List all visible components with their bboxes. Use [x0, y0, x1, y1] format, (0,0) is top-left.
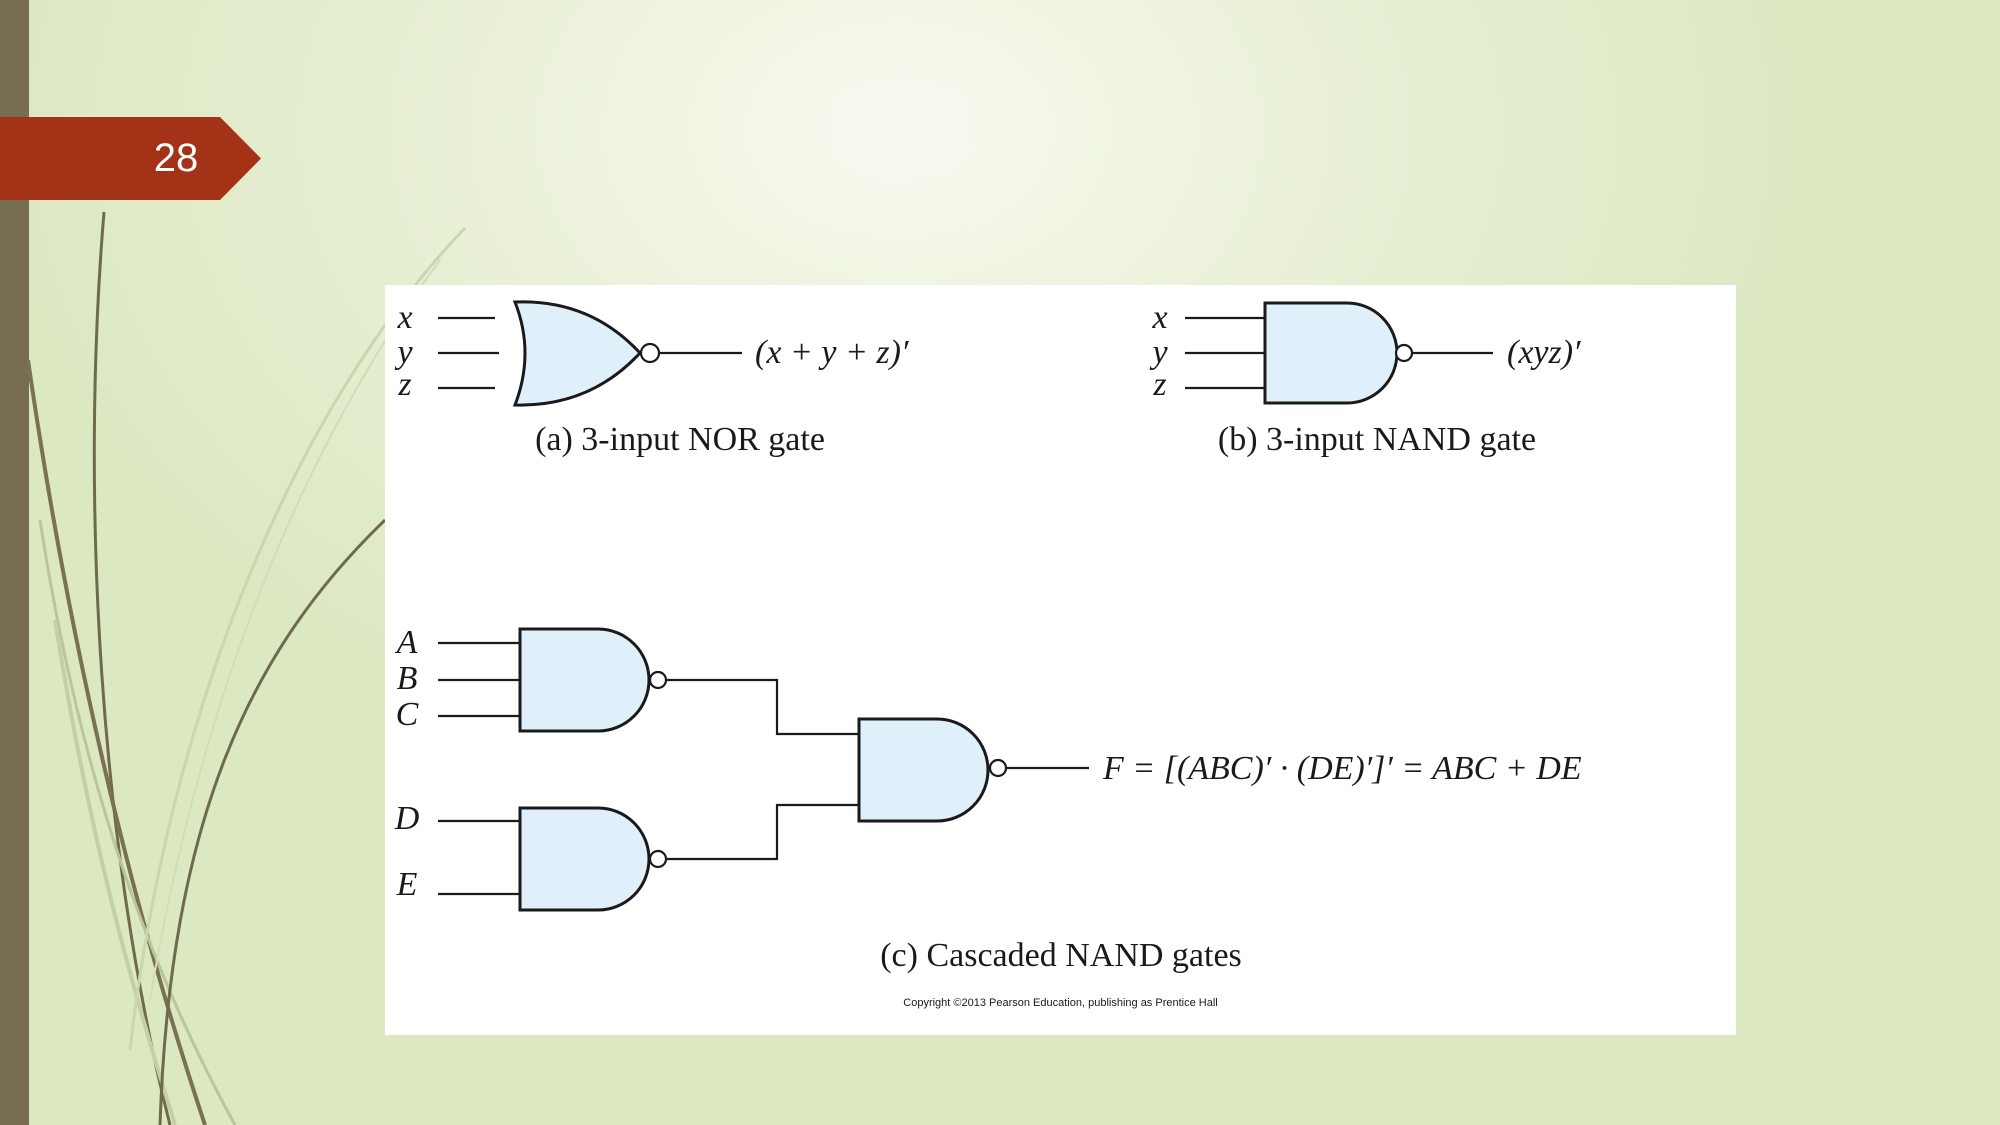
nand-gate-de — [518, 806, 651, 912]
nor-input-y: y — [394, 334, 413, 371]
nand-input-y: y — [1149, 334, 1168, 371]
nand-de-bubble — [648, 849, 668, 869]
copyright-notice: Copyright ©2013 Pearson Education, publi… — [903, 997, 1218, 1009]
nor-input-z: z — [397, 366, 411, 403]
cascade-caption: (c) Cascaded NAND gates — [880, 937, 1242, 974]
logic-gates-diagram: x y z (x + y + z)′ (a) 3-input NOR gate … — [394, 299, 1582, 974]
nand-input-z: z — [1152, 366, 1166, 403]
nand-output-expression: (xyz)′ — [1507, 334, 1581, 371]
nand-gate-body — [1263, 301, 1399, 405]
nand-gate-bubble — [1394, 343, 1414, 363]
cascade-input-e: E — [396, 866, 418, 903]
nand-input-x: x — [1151, 299, 1167, 336]
cascade-input-b: B — [397, 660, 418, 697]
wire-abc-to-final — [666, 678, 859, 736]
figure-panel: x y z (x + y + z)′ (a) 3-input NOR gate … — [385, 285, 1736, 1035]
nor-output-expression: (x + y + z)′ — [755, 334, 909, 371]
wire-de-to-final — [666, 803, 859, 861]
nand-caption: (b) 3-input NAND gate — [1218, 421, 1536, 458]
nor-gate-figure: x y z (x + y + z)′ (a) 3-input NOR gate — [394, 299, 908, 458]
slide-number-tag: 28 — [0, 117, 261, 200]
nor-input-x: x — [396, 299, 412, 336]
cascade-input-d: D — [394, 800, 420, 837]
nor-caption: (a) 3-input NOR gate — [535, 421, 825, 458]
cascade-input-c: C — [396, 696, 419, 733]
cascade-input-a: A — [395, 624, 418, 661]
slide-number: 28 — [153, 136, 199, 180]
nand-gate-figure: x y z (xyz)′ (b) 3-input NAND gate — [1149, 299, 1581, 458]
cascade-output-equation: F = [(ABC)′ · (DE)′]′ = ABC + DE — [1102, 750, 1582, 787]
cascaded-nand-figure: A B C D E F = [(ABC)′ · (DE)′]′ = ABC + … — [394, 624, 1582, 974]
nand-final-bubble — [988, 758, 1008, 778]
nor-gate-body — [512, 300, 643, 407]
nor-gate-bubble — [639, 342, 661, 364]
nand-abc-bubble — [648, 670, 668, 690]
nand-gate-abc — [518, 627, 651, 733]
nand-gate-final — [857, 717, 990, 823]
